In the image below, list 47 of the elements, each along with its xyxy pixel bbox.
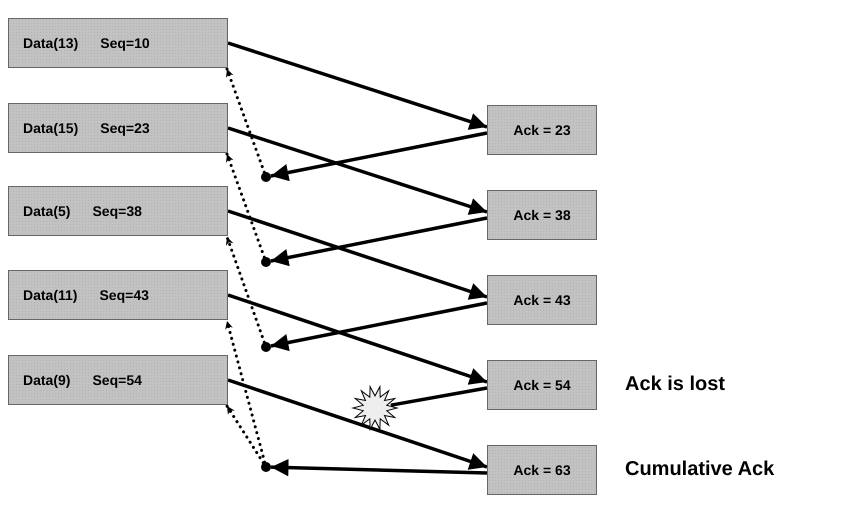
data-packet-box xyxy=(8,270,228,320)
ack-label: Ack = 43 xyxy=(513,292,571,308)
arrow xyxy=(270,131,488,182)
packet-label: Seq=10 xyxy=(100,35,150,51)
ack-box xyxy=(487,360,597,410)
packet-label: Seq=23 xyxy=(100,120,150,136)
packet-label: Seq=54 xyxy=(92,372,142,388)
data-packet-box xyxy=(8,355,228,405)
dotted-arrow xyxy=(226,236,266,344)
ack-box xyxy=(487,445,597,495)
endpoint-dot xyxy=(261,462,271,472)
ack-box xyxy=(487,275,597,325)
arrow xyxy=(270,458,488,476)
arrow xyxy=(227,209,488,300)
annotation-text: Ack is lost xyxy=(625,373,726,396)
annotation-text: Cumulative Ack xyxy=(625,458,774,481)
packet-label: Data(13) xyxy=(23,35,78,51)
ack-box xyxy=(487,190,597,240)
dotted-arrow xyxy=(226,404,265,464)
ack-label: Ack = 63 xyxy=(513,462,571,478)
packet-label: Data(5) xyxy=(23,203,70,219)
data-packet-box xyxy=(8,18,228,68)
arrow xyxy=(227,293,488,385)
dotted-arrow xyxy=(226,68,266,174)
ack-label: Ack = 54 xyxy=(513,377,571,393)
dotted-arrow xyxy=(225,320,266,464)
burst-icon xyxy=(351,385,399,431)
data-packet-box xyxy=(8,186,228,236)
packet-label: Data(15) xyxy=(23,120,78,136)
packet-label: Data(11) xyxy=(23,287,78,303)
arrow xyxy=(227,126,488,215)
data-packet-box xyxy=(8,103,228,153)
packet-label: Data(9) xyxy=(23,372,70,388)
ack-label: Ack = 23 xyxy=(513,122,571,138)
endpoint-dot xyxy=(261,257,271,267)
ack-label: Ack = 38 xyxy=(513,207,571,223)
arrow xyxy=(270,301,488,352)
packet-label: Seq=38 xyxy=(92,203,142,219)
arrow xyxy=(227,378,488,470)
dotted-arrow xyxy=(226,152,266,259)
arrow xyxy=(227,41,488,130)
ack-box xyxy=(487,105,597,155)
line xyxy=(390,386,488,407)
endpoint-dot xyxy=(261,342,271,352)
arrow xyxy=(270,216,488,266)
packet-label: Seq=43 xyxy=(99,287,149,303)
endpoint-dot xyxy=(261,172,271,182)
